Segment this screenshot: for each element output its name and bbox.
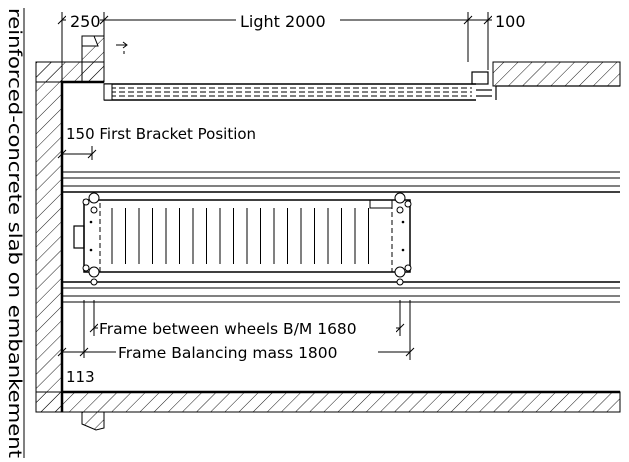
offset-113-label: 113 [66,368,95,386]
arrow-marker-icon [116,41,128,54]
concrete-structure [35,35,621,431]
frame-between-wheels-label: Frame between wheels B/M 1680 [99,320,357,338]
first-bracket-label: 150 First Bracket Position [66,125,256,143]
light-label: Light 2000 [240,12,326,31]
left-gap-label: 250 [70,12,101,31]
balancing-mass-frame [73,199,411,273]
mass-slats [111,208,369,264]
top-dimension [57,12,493,70]
frame-balancing-mass-label: Frame Balancing mass 1800 [118,344,338,362]
top-guide-rail [103,83,476,101]
wheels [82,192,412,286]
right-gap-label: 100 [495,12,526,31]
lower-rails [62,281,620,303]
first-bracket-dimension [57,146,97,160]
upper-rails [62,171,620,193]
frame-bolts [89,220,405,252]
slab-label: reinforced-concrete slab on embankement [4,8,25,458]
rail-end-bracket [471,71,620,100]
